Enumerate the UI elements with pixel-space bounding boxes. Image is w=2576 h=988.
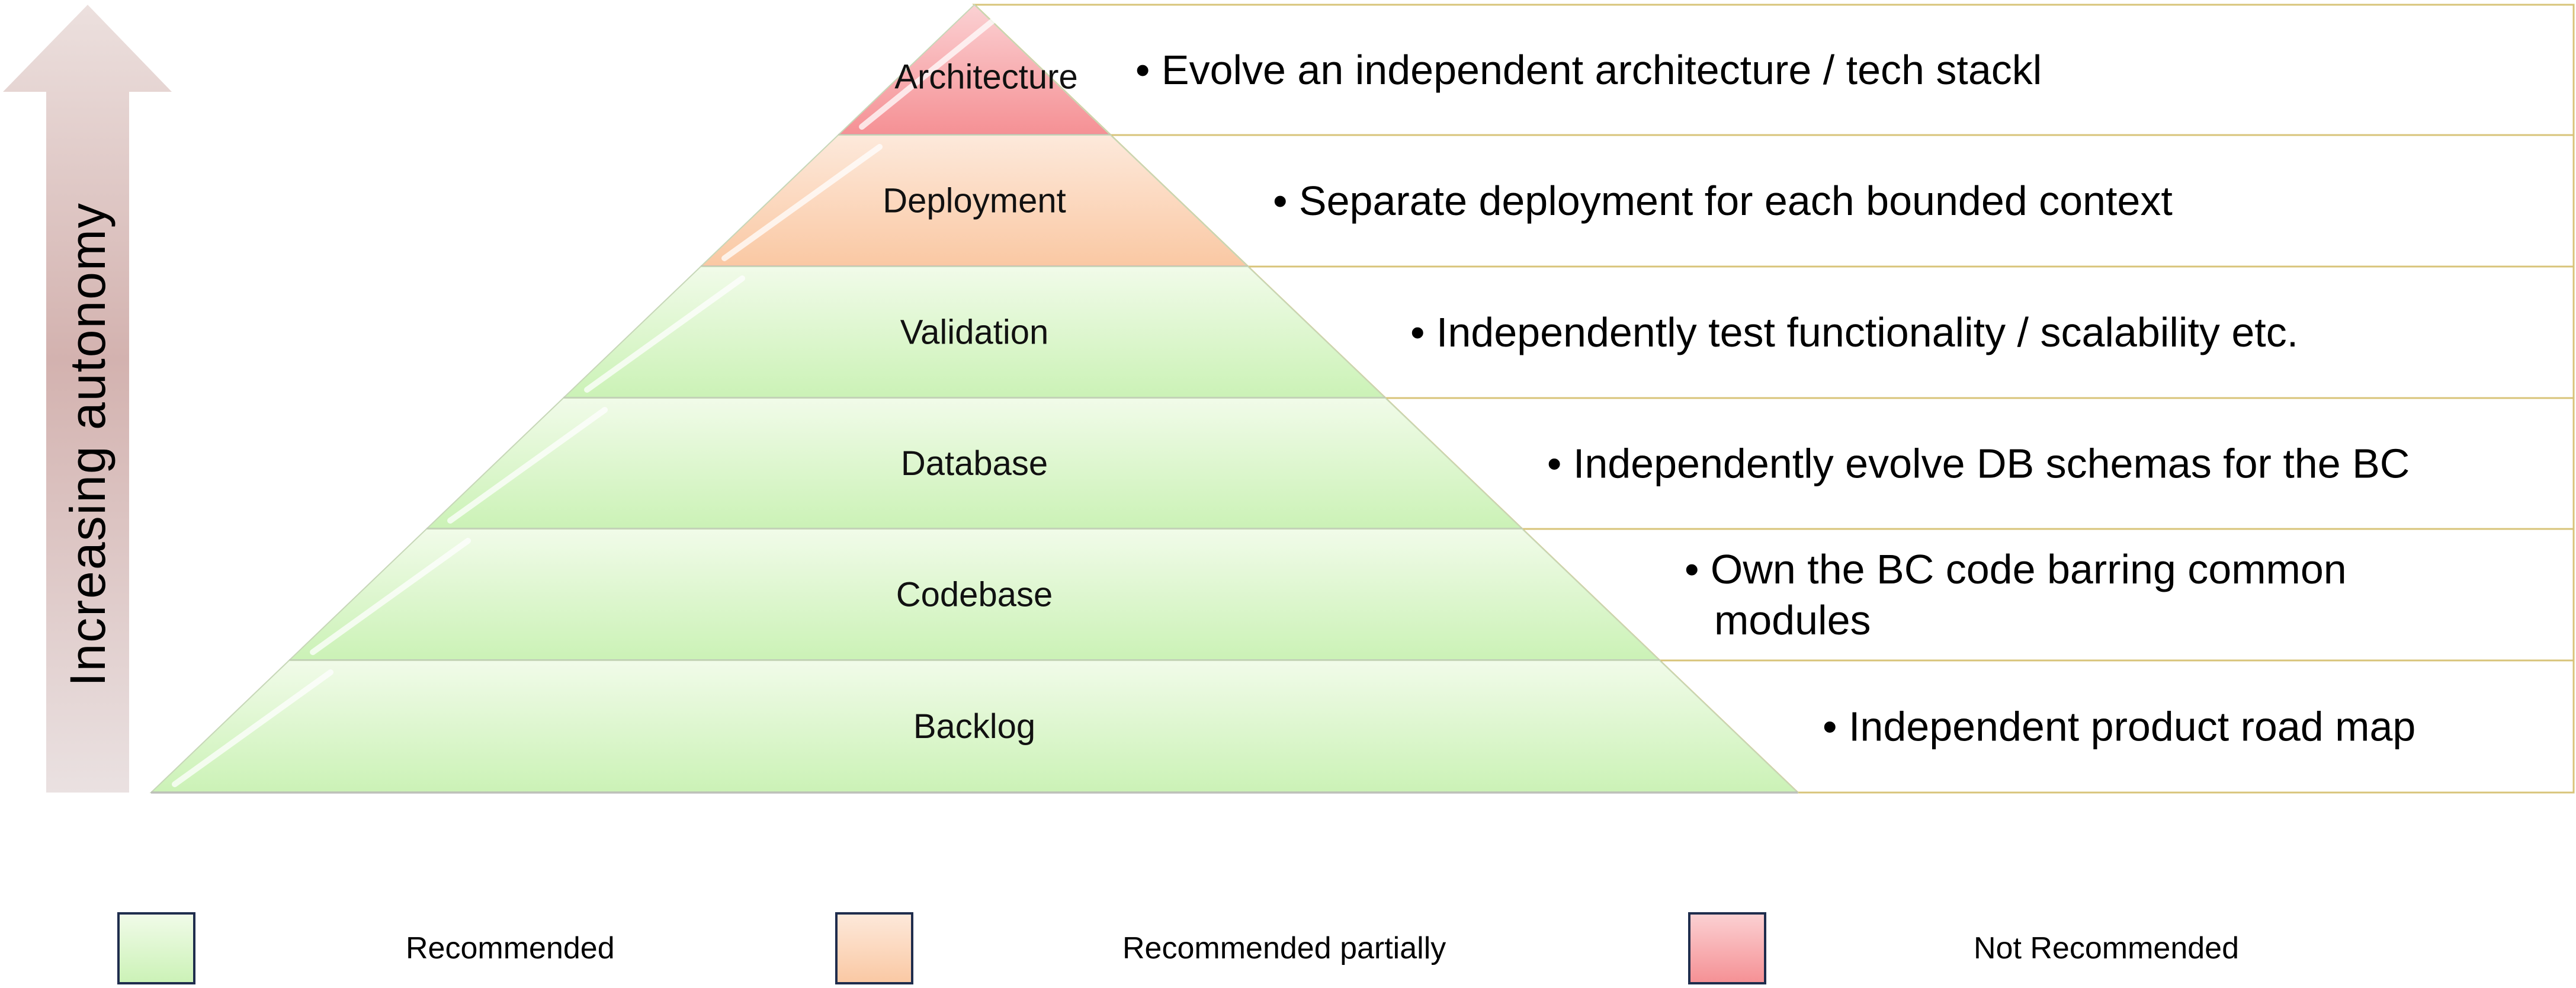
description-text: • Evolve an independent architecture / t… <box>1135 47 2042 93</box>
up-arrow-icon <box>3 5 172 793</box>
legend-label: Recommended <box>406 931 615 965</box>
description-rows: • Evolve an independent architecture / t… <box>972 4 2575 794</box>
description-text: • Independently test functionality / sca… <box>1410 309 2298 355</box>
description-text: • Independently evolve DB schemas for th… <box>1547 441 2410 487</box>
legend: Recommended Recommended partially Not Reco… <box>117 912 2239 984</box>
tier-highlight <box>310 538 471 655</box>
legend-swatch-recommended <box>117 912 195 984</box>
description-text: • Separate deployment for each bounded c… <box>1273 178 2173 224</box>
legend-label: Not Recommended <box>1974 931 2239 965</box>
tier-label: Architecture <box>894 58 1077 97</box>
tier-label: Codebase <box>896 576 1053 614</box>
tier-highlight <box>172 669 334 787</box>
legend-label: Recommended partially <box>1122 931 1446 965</box>
axis-label: Increasing autonomy <box>60 202 116 687</box>
description-text: • Own the BC code barring common <box>1685 546 2347 592</box>
tier-label: Deployment <box>883 182 1066 220</box>
tier-highlight <box>447 407 608 524</box>
tier-highlight <box>859 14 1001 130</box>
pyramid-tiers: ArchitectureDeploymentValidationDatabase… <box>149 4 1799 794</box>
tier-label: Database <box>901 444 1048 483</box>
tier-highlight <box>584 275 746 393</box>
legend-swatch-partial <box>835 912 913 984</box>
tier-label: Validation <box>900 313 1048 352</box>
description-text: • Independent product road map <box>1823 704 2415 750</box>
legend-swatch-not-recommended <box>1688 912 1766 984</box>
autonomy-arrow: Increasing autonomy <box>3 5 172 793</box>
tier-label: Backlog <box>913 707 1035 746</box>
tier-highlight <box>721 144 883 261</box>
description-text: modules <box>1714 597 1871 643</box>
